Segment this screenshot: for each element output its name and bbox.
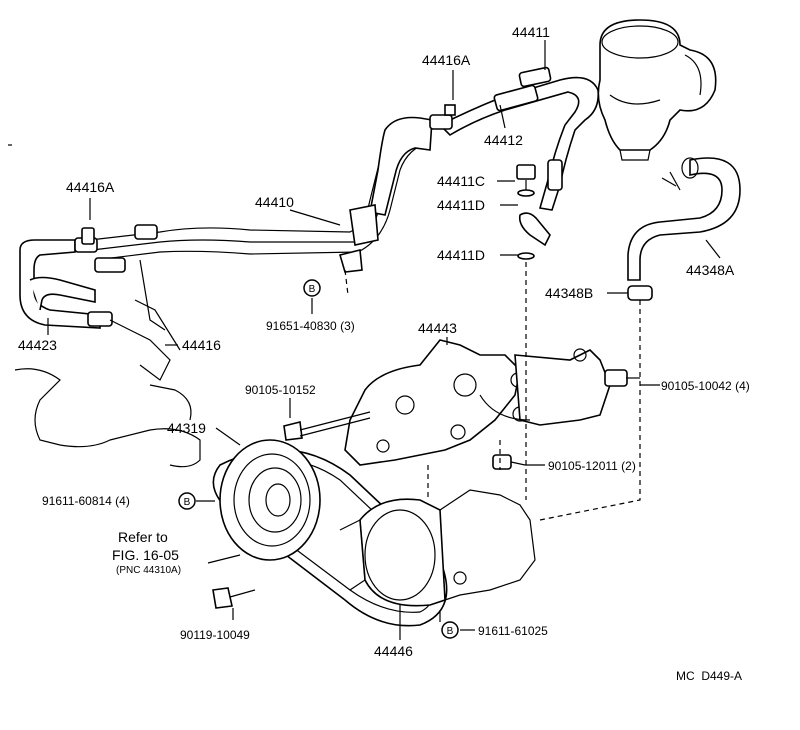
label-90105-10152: 90105-10152 <box>245 383 316 397</box>
label-44411D-2: 44411D <box>437 247 485 263</box>
reservoir <box>597 19 717 161</box>
label-91611-60814: 91611-60814 (4) <box>42 494 130 508</box>
callout-leaders <box>47 40 721 640</box>
label-44411C: 44411C <box>437 173 485 189</box>
label-44443: 44443 <box>418 320 457 336</box>
label-44411D-1: 44411D <box>437 197 485 213</box>
label-44416A-left: 44416A <box>66 179 115 195</box>
pressure-hose <box>438 66 600 211</box>
label-refer-to: Refer to <box>118 529 168 545</box>
label-90119-10049: 90119-10049 <box>180 628 250 642</box>
label-44319: 44319 <box>167 420 206 436</box>
bolts <box>212 164 640 609</box>
label-90105-10042: 90105-10042 (4) <box>661 379 750 393</box>
label-44411: 44411 <box>512 24 550 40</box>
pump-body <box>339 489 536 607</box>
left-hoses <box>19 224 181 381</box>
label-44412: 44412 <box>484 132 523 148</box>
pipe-assembly <box>89 104 456 273</box>
label-91651-40830: 91651-40830 (3) <box>266 319 355 333</box>
dashed-leaders <box>344 262 641 521</box>
label-44410: 44410 <box>255 194 294 210</box>
label-91611-61025: 91611-61025 <box>478 624 548 638</box>
part-labels: 44411 44416A 44412 44411C 44411D 44411D … <box>18 24 750 683</box>
bolt-marker-3-label: B <box>447 626 454 637</box>
bolt-marker-2-label: B <box>184 497 191 508</box>
return-hose <box>627 157 741 301</box>
bolt-marker-3 <box>441 621 459 639</box>
label-44348B: 44348B <box>545 285 593 301</box>
bolt-marker-1-label: B <box>309 284 316 295</box>
engine-outline <box>14 368 201 468</box>
label-44416A-top: 44416A <box>422 52 471 68</box>
diagram-code: MC D449-A <box>676 669 742 683</box>
bracket <box>344 339 611 466</box>
label-fig-16-05: FIG. 16-05 <box>112 547 179 563</box>
label-90105-12011: 90105-12011 (2) <box>548 459 636 473</box>
label-pnc-44310a: (PNC 44310A) <box>116 565 181 576</box>
bolt-marker-2 <box>178 492 196 510</box>
label-44446: 44446 <box>374 643 413 659</box>
label-44416: 44416 <box>182 337 221 353</box>
bolt-marker-1 <box>303 279 321 297</box>
label-44348A: 44348A <box>686 262 735 278</box>
label-44423: 44423 <box>18 337 57 353</box>
bolt-markers: B B B <box>178 279 459 639</box>
